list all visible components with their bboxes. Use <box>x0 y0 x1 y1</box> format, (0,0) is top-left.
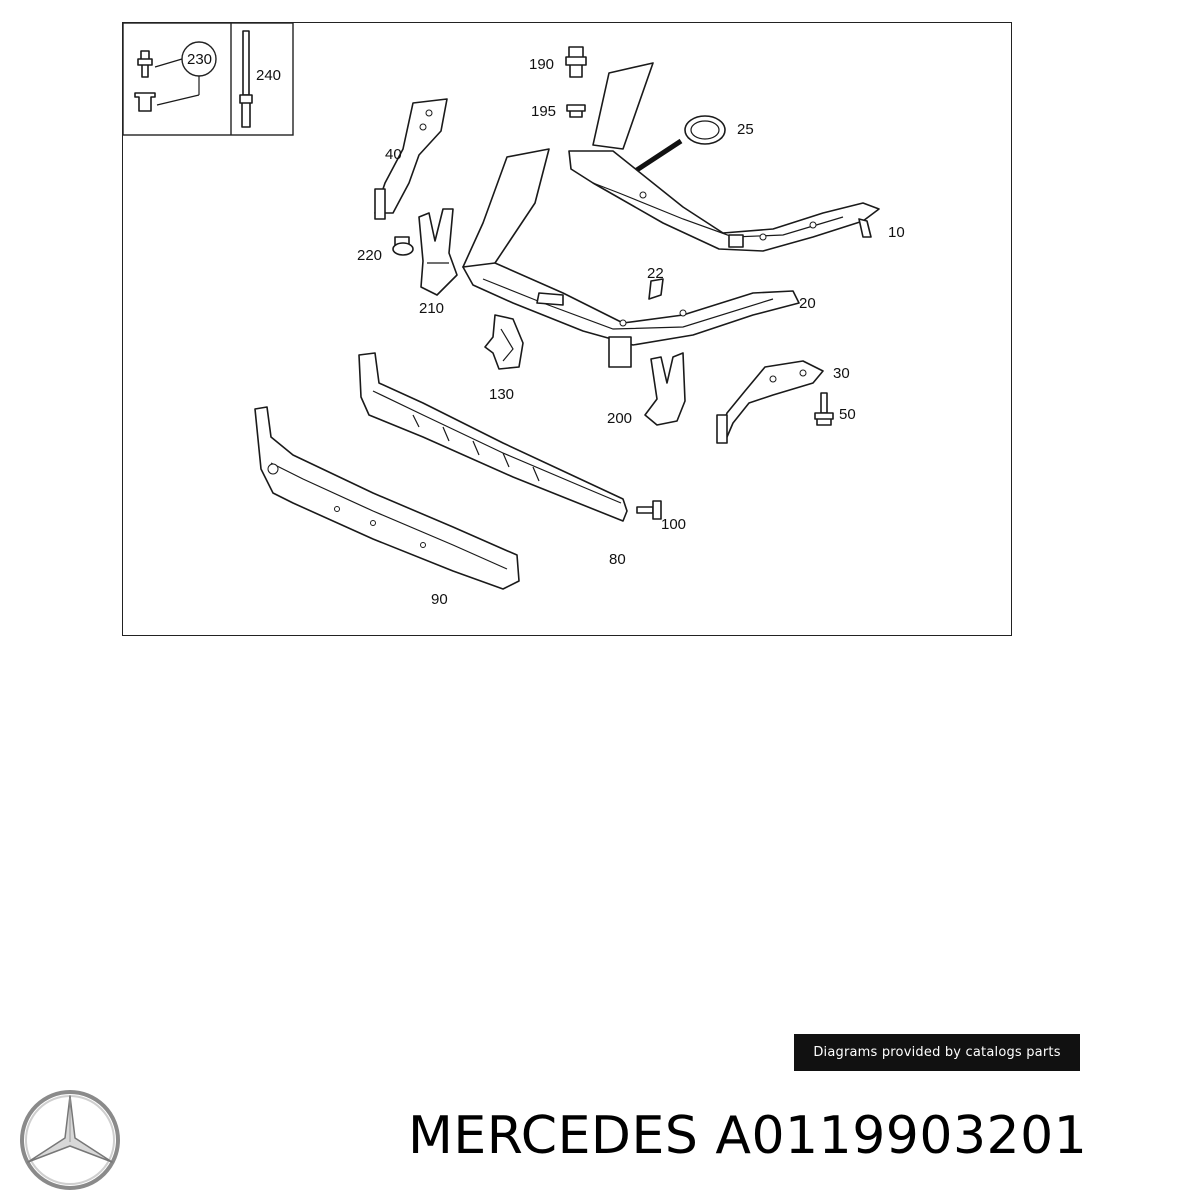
callout-130: 130 <box>489 386 514 403</box>
callout-190: 190 <box>529 56 554 73</box>
product-title: MERCEDES A0119903201 <box>408 1110 1087 1162</box>
part-80-energy-absorber <box>358 352 628 522</box>
callout-22: 22 <box>647 265 664 282</box>
callout-220: 220 <box>357 247 382 264</box>
brand-name: MERCEDES <box>408 1106 699 1166</box>
part-22-clip <box>648 278 664 300</box>
callout-20: 20 <box>799 295 816 312</box>
callout-230: 230 <box>187 51 212 68</box>
parts-diagram: 230 240 190 195 25 10 <box>122 22 1012 636</box>
callout-100: 100 <box>661 516 686 533</box>
credit-badge: Diagrams provided by catalogs parts <box>794 1034 1080 1071</box>
exploded-view: 230 240 190 195 25 10 <box>123 23 905 608</box>
part-90-lower-beam <box>254 406 520 590</box>
part-210-bracket <box>418 208 458 296</box>
part-220-clip <box>392 236 414 256</box>
part-number: A0119903201 <box>715 1106 1088 1166</box>
callout-30: 30 <box>833 365 850 382</box>
callout-80: 80 <box>609 551 626 568</box>
part-100-bolt <box>636 500 662 520</box>
fastener-inset: 230 240 <box>123 23 294 136</box>
callout-25: 25 <box>737 121 754 138</box>
callout-240: 240 <box>256 67 281 84</box>
part-200-bracket <box>644 352 686 426</box>
callout-200: 200 <box>607 410 632 427</box>
callout-90: 90 <box>431 591 448 608</box>
part-190-195-nuts <box>565 46 587 118</box>
part-130-bracket <box>484 314 524 370</box>
callout-40: 40 <box>385 146 402 163</box>
callout-50: 50 <box>839 406 856 423</box>
part-40-bracket <box>374 98 448 220</box>
mercedes-star-icon <box>20 1090 120 1190</box>
part-30-bracket <box>716 360 824 444</box>
part-10-upper-cross-member <box>568 62 880 252</box>
callout-210: 210 <box>419 300 444 317</box>
part-20-main-carrier <box>462 148 800 368</box>
callout-10: 10 <box>888 224 905 241</box>
part-50-bolt <box>814 392 834 426</box>
callout-195: 195 <box>531 103 556 120</box>
